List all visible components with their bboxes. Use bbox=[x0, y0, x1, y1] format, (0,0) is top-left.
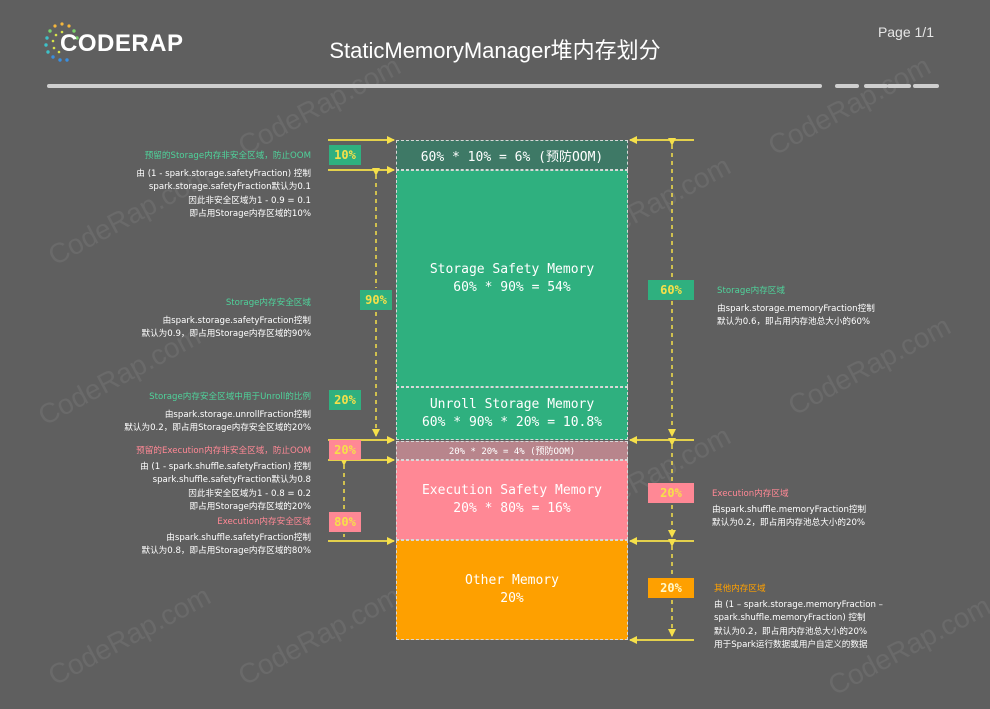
exec-reserve-block: 20% * 20% = 4% (预防OOM) bbox=[396, 441, 628, 460]
note-line: spark.shuffle.safetyFraction默认为0.8 bbox=[152, 475, 311, 486]
note-line: 默认为0.6，即占用内存池总大小的60% bbox=[717, 317, 871, 328]
note-storage-unsafe: 预留的Storage内存非安全区域，防止OOM 由 (1 - spark.sto… bbox=[136, 150, 311, 222]
note-line: 即占用Storage内存区域的10% bbox=[189, 209, 311, 220]
unroll-value: 60% * 90% * 20% = 10.8% bbox=[421, 414, 602, 430]
note-line: 因此非安全区域为1 - 0.9 = 0.1 bbox=[188, 195, 311, 206]
header-dash bbox=[835, 84, 859, 88]
header-rule bbox=[47, 84, 822, 88]
note-exec-region: Execution内存区域 由spark.shuffle.memoryFract… bbox=[712, 488, 866, 531]
exec-safety-value: 20% * 80% = 16% bbox=[453, 501, 571, 516]
page-number: Page 1/1 bbox=[877, 24, 934, 40]
note-line: 由 (1 – spark.storage.memoryFraction – bbox=[714, 599, 883, 610]
note-line: 由 (1 - spark.shuffle.safetyFraction) 控制 bbox=[140, 461, 311, 472]
note-exec-unsafe: 预留的Execution内存非安全区域，防止OOM 由 (1 - spark.s… bbox=[136, 445, 311, 515]
note-line: 默认为0.2，即占用Storage内存安全区域的20% bbox=[124, 423, 311, 434]
other-memory-title: Other Memory bbox=[465, 573, 559, 588]
other-region-badge: 20% bbox=[648, 578, 694, 598]
note-line: 默认为0.2，即占用内存池总大小的20% bbox=[712, 518, 866, 529]
note-heading: 预留的Storage内存非安全区域，防止OOM bbox=[144, 151, 311, 161]
note-line: 因此非安全区域为1 - 0.8 = 0.2 bbox=[188, 488, 311, 499]
note-line: spark.storage.safetyFraction默认为0.1 bbox=[148, 182, 311, 193]
storage-safe-badge: 90% bbox=[360, 290, 392, 310]
note-line: 即占用Storage内存区域的20% bbox=[189, 502, 311, 513]
note-heading: Execution内存安全区域 bbox=[217, 517, 311, 527]
exec-region-badge: 20% bbox=[648, 483, 694, 503]
brand-logo-text: CODERAP bbox=[60, 30, 184, 57]
storage-reserve-block: 60% * 10% = 6% (预防OOM) bbox=[396, 140, 628, 170]
note-line: 由spark.storage.memoryFraction控制 bbox=[717, 303, 875, 314]
coderap-logo-icon bbox=[44, 22, 79, 62]
note-storage-region: Storage内存区域 由spark.storage.memoryFractio… bbox=[717, 285, 875, 330]
note-heading: Storage内存安全区域中用于Unroll的比例 bbox=[149, 392, 311, 402]
page-title: StaticMemoryManager堆内存划分 bbox=[329, 38, 661, 63]
note-line: 用于Spark运行数据或用户自定义的数据 bbox=[714, 640, 868, 651]
note-storage-safe: Storage内存安全区域 由spark.storage.safetyFract… bbox=[141, 297, 311, 342]
note-line: spark.shuffle.memoryFraction) 控制 bbox=[714, 613, 866, 624]
note-unroll: Storage内存安全区域中用于Unroll的比例 由spark.storage… bbox=[124, 391, 311, 436]
note-line: 默认为0.2，即占用内存池总大小的20% bbox=[714, 626, 868, 637]
exec-unsafe-badge: 20% bbox=[329, 440, 361, 460]
other-memory-block: Other Memory 20% bbox=[396, 540, 628, 640]
note-line: 由spark.shuffle.safetyFraction控制 bbox=[166, 532, 311, 543]
storage-reserve-label: 60% * 10% = 6% (预防OOM) bbox=[420, 149, 604, 165]
header-dash bbox=[864, 84, 888, 88]
storage-safety-block: Storage Safety Memory 60% * 90% = 54% bbox=[396, 170, 628, 387]
storage-region-badge: 60% bbox=[648, 280, 694, 300]
note-line: 由spark.storage.safetyFraction控制 bbox=[162, 315, 311, 326]
note-heading: Storage内存安全区域 bbox=[225, 298, 311, 308]
note-heading: 预留的Execution内存非安全区域，防止OOM bbox=[136, 446, 311, 456]
note-heading: 其他内存区域 bbox=[714, 584, 766, 594]
note-exec-safe: Execution内存安全区域 由spark.shuffle.safetyFra… bbox=[141, 516, 311, 559]
note-line: 默认为0.8，即占用Storage内存区域的80% bbox=[141, 546, 311, 557]
exec-safe-badge: 80% bbox=[329, 512, 361, 532]
note-line: 默认为0.9，即占用Storage内存区域的90% bbox=[141, 329, 311, 340]
note-line: 由 (1 - spark.storage.safetyFraction) 控制 bbox=[136, 168, 311, 179]
exec-safety-block: Execution Safety Memory 20% * 80% = 16% bbox=[396, 460, 628, 540]
note-line: 由spark.storage.unrollFraction控制 bbox=[164, 409, 311, 420]
unroll-badge: 20% bbox=[329, 390, 361, 410]
unroll-title: Unroll Storage Memory bbox=[429, 396, 595, 412]
note-line: 由spark.shuffle.memoryFraction控制 bbox=[712, 504, 867, 515]
unroll-block: Unroll Storage Memory 60% * 90% * 20% = … bbox=[396, 387, 628, 440]
exec-safety-title: Execution Safety Memory bbox=[421, 483, 602, 498]
note-other-region: 其他内存区域 由 (1 – spark.storage.memoryFracti… bbox=[714, 583, 883, 653]
note-heading: Execution内存区域 bbox=[712, 489, 789, 499]
storage-safety-title: Storage Safety Memory bbox=[429, 261, 595, 277]
other-memory-value: 20% bbox=[500, 591, 524, 606]
header-dash bbox=[913, 84, 939, 88]
storage-safety-value: 60% * 90% = 54% bbox=[453, 279, 571, 295]
note-heading: Storage内存区域 bbox=[717, 286, 785, 296]
storage-unsafe-badge: 10% bbox=[329, 145, 361, 165]
exec-reserve-label: 20% * 20% = 4% (预防OOM) bbox=[448, 447, 576, 457]
header-dash bbox=[887, 84, 911, 88]
